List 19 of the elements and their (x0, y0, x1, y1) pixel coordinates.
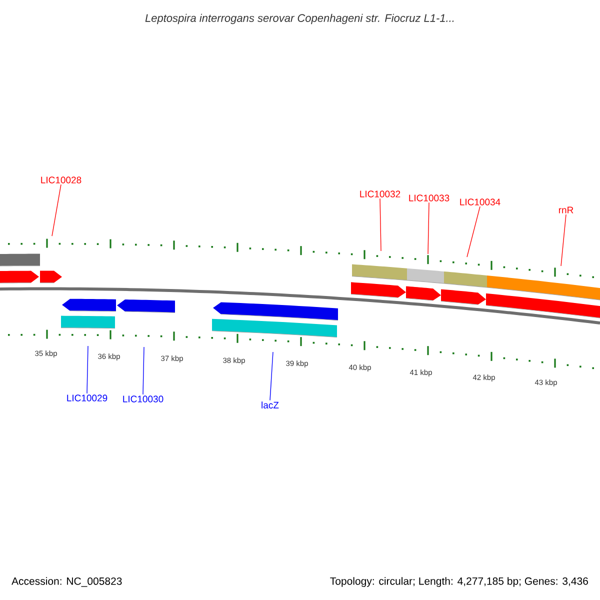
gene-label: LIC10029 (67, 394, 108, 402)
title: Leptospira interrogans serovar Copenhageni str. Fiocruz L1-1... (145, 14, 454, 24)
footer-text: Accession: NC_005823 (12, 577, 122, 587)
gene-label: lacZ (262, 402, 279, 408)
leader-line (380, 198, 382, 252)
leader-line (270, 352, 274, 401)
leader-line (142, 346, 144, 395)
leader-line (428, 202, 430, 254)
gene-label: LIC10034 (460, 198, 500, 206)
gene-label: LIC10030 (123, 396, 164, 402)
footer-text: Topology: circular; Length: 4,277,185 bp; Genes: 3,436 (330, 577, 588, 587)
gene-label: LIC10028 (41, 176, 82, 184)
leader-line (466, 206, 480, 258)
gene-label: LIC10033 (409, 194, 450, 202)
leader-line (560, 214, 566, 266)
leader-line (86, 346, 88, 394)
gene-label: rnR (558, 206, 574, 214)
leader-line (52, 184, 62, 236)
gene-label: LIC10032 (360, 190, 400, 198)
